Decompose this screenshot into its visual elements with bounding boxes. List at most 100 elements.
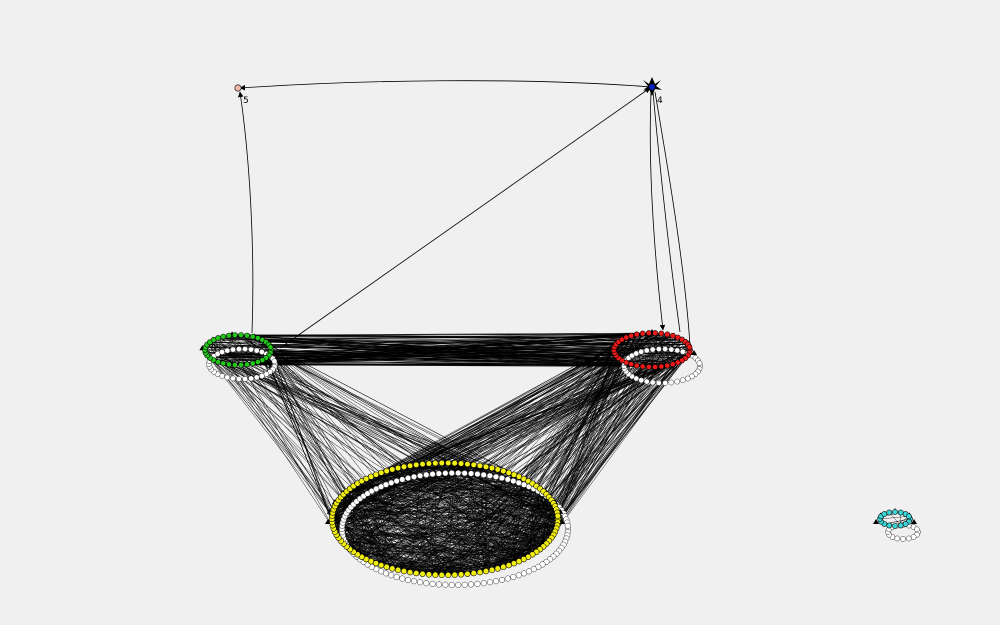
ghost-node[interactable]: [399, 476, 406, 483]
ghost-node[interactable]: [219, 349, 225, 355]
cluster-node[interactable]: [482, 568, 490, 575]
ghost-node[interactable]: [448, 469, 455, 477]
cluster-node[interactable]: [249, 333, 256, 340]
ghost-node[interactable]: [224, 347, 231, 354]
cluster-node[interactable]: [470, 461, 477, 468]
cyan-cluster[interactable]: [873, 508, 921, 542]
ghost-node[interactable]: [679, 377, 686, 384]
cluster-node[interactable]: [244, 361, 250, 368]
ghost-node[interactable]: [910, 534, 917, 540]
cluster-node[interactable]: [892, 509, 898, 515]
cluster-node[interactable]: [881, 511, 888, 517]
ghost-node[interactable]: [461, 581, 468, 588]
ghost-node[interactable]: [633, 350, 640, 357]
ghost-node[interactable]: [510, 477, 517, 485]
ghost-node[interactable]: [230, 375, 236, 382]
ghost-node[interactable]: [435, 470, 442, 477]
ghost-node[interactable]: [474, 471, 481, 478]
ghost-node[interactable]: [498, 475, 505, 482]
cluster-node[interactable]: [413, 461, 420, 468]
cluster-node[interactable]: [470, 570, 477, 577]
cluster-node[interactable]: [255, 359, 261, 365]
ghost-node[interactable]: [435, 581, 442, 588]
ghost-node[interactable]: [662, 380, 668, 386]
ghost-node[interactable]: [900, 536, 906, 542]
ghost-node[interactable]: [515, 572, 522, 579]
cluster-node[interactable]: [639, 330, 646, 337]
cluster-node[interactable]: [267, 344, 274, 351]
cluster-node[interactable]: [645, 330, 652, 336]
cluster-node[interactable]: [500, 563, 507, 571]
ghost-node[interactable]: [448, 581, 455, 589]
ghost-node[interactable]: [399, 575, 406, 582]
ghost-node[interactable]: [236, 346, 242, 352]
cluster-node[interactable]: [652, 330, 659, 336]
ghost-node[interactable]: [461, 470, 468, 477]
cluster-node[interactable]: [488, 464, 496, 472]
ghost-node[interactable]: [486, 579, 493, 586]
ghost-node[interactable]: [253, 374, 260, 381]
ghost-node[interactable]: [520, 570, 528, 577]
cluster-node[interactable]: [669, 332, 676, 339]
cluster-node[interactable]: [658, 330, 665, 337]
cluster-node[interactable]: [674, 359, 681, 366]
ghost-node[interactable]: [643, 347, 650, 354]
cluster-node[interactable]: [554, 512, 561, 519]
cluster-node[interactable]: [238, 332, 244, 338]
cluster-node[interactable]: [905, 513, 912, 520]
cluster-node[interactable]: [249, 360, 256, 367]
ghost-node[interactable]: [388, 572, 395, 579]
cluster-node[interactable]: [451, 460, 458, 467]
ghost-node[interactable]: [684, 375, 691, 382]
cluster-node[interactable]: [494, 565, 501, 572]
cluster-node[interactable]: [476, 569, 483, 576]
ghost-node[interactable]: [696, 360, 703, 367]
cluster-node[interactable]: [902, 521, 909, 527]
ghost-node[interactable]: [905, 535, 912, 542]
cluster-node[interactable]: [482, 463, 490, 470]
cluster-node[interactable]: [432, 460, 439, 467]
ghost-node[interactable]: [492, 473, 500, 480]
cluster-node[interactable]: [686, 344, 693, 351]
yellow-cluster[interactable]: [325, 459, 572, 589]
ghost-node[interactable]: [423, 580, 430, 587]
ghost-node[interactable]: [515, 479, 522, 486]
node-5[interactable]: 5: [234, 84, 249, 106]
cluster-node[interactable]: [652, 364, 659, 370]
ghost-node[interactable]: [564, 522, 571, 529]
cluster-node[interactable]: [220, 360, 227, 367]
ghost-node[interactable]: [649, 379, 656, 386]
ghost-node[interactable]: [643, 378, 650, 385]
cluster-node[interactable]: [897, 522, 904, 529]
ghost-node[interactable]: [638, 377, 645, 384]
ghost-node[interactable]: [504, 575, 511, 582]
ghost-node[interactable]: [455, 581, 462, 589]
cluster-node[interactable]: [886, 509, 893, 516]
cluster-node[interactable]: [425, 571, 432, 578]
cluster-node[interactable]: [232, 332, 238, 338]
cluster-node[interactable]: [238, 362, 244, 368]
ghost-node[interactable]: [382, 481, 390, 488]
ghost-node[interactable]: [442, 470, 449, 477]
cluster-node[interactable]: [633, 362, 640, 369]
cluster-node[interactable]: [394, 464, 402, 472]
cluster-node[interactable]: [886, 522, 893, 529]
ghost-node[interactable]: [480, 580, 487, 587]
cluster-node[interactable]: [639, 363, 646, 370]
ghost-node[interactable]: [914, 526, 920, 533]
cluster-node[interactable]: [389, 565, 396, 572]
ghost-node[interactable]: [455, 469, 462, 477]
cluster-node[interactable]: [505, 562, 512, 569]
cluster-node[interactable]: [458, 571, 465, 578]
cluster-node[interactable]: [892, 523, 898, 529]
cluster-node[interactable]: [383, 563, 390, 571]
ghost-node[interactable]: [393, 477, 400, 485]
cluster-node[interactable]: [389, 466, 396, 473]
ghost-node[interactable]: [474, 580, 481, 587]
cluster-node[interactable]: [628, 332, 635, 339]
ghost-node[interactable]: [638, 348, 645, 355]
ghost-node[interactable]: [405, 576, 412, 583]
ghost-node[interactable]: [662, 346, 668, 352]
cluster-node[interactable]: [220, 333, 227, 340]
cluster-node[interactable]: [226, 361, 232, 368]
